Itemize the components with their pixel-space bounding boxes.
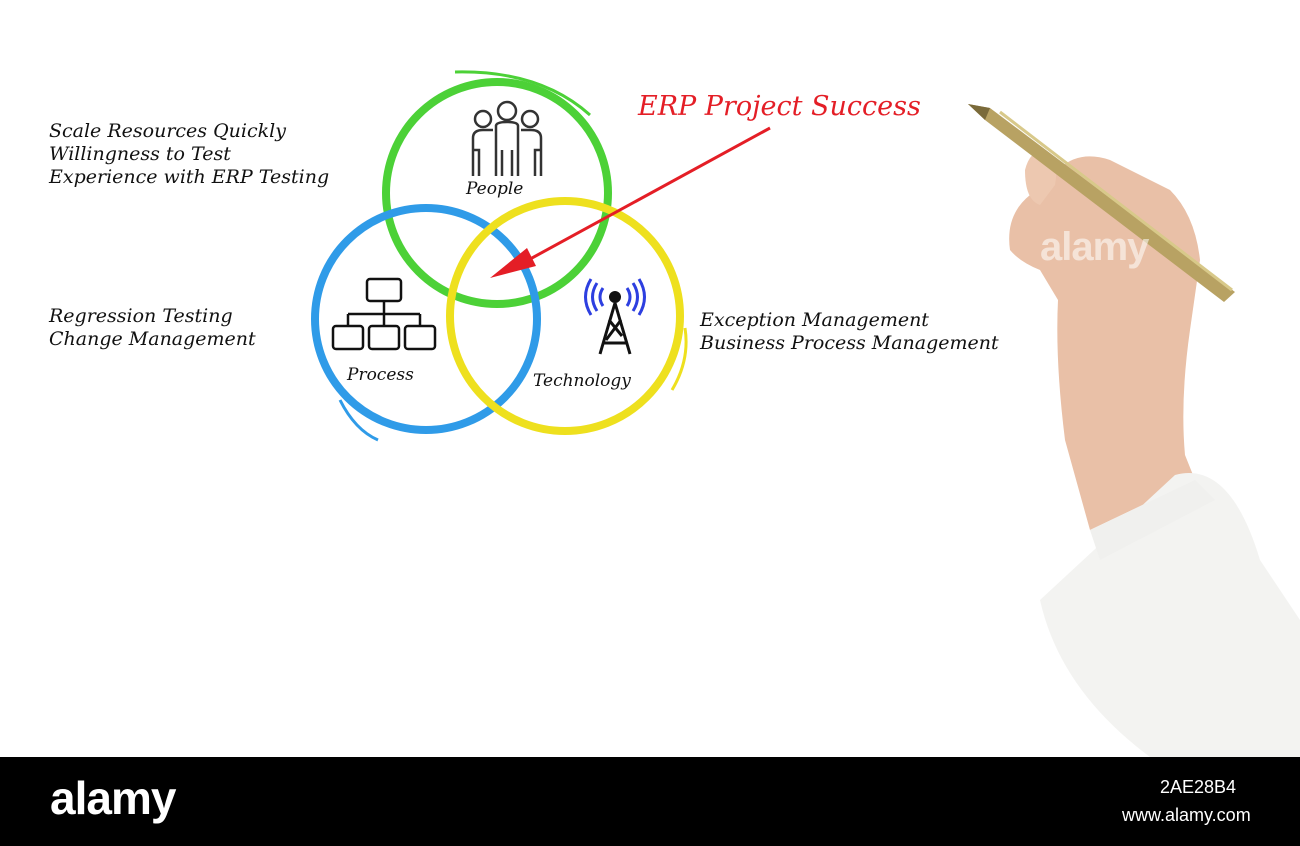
technology-note-1: Exception Management bbox=[700, 309, 929, 331]
footer-logo[interactable]: alamy bbox=[50, 772, 176, 824]
hand-with-pen bbox=[968, 104, 1300, 757]
process-circle bbox=[311, 204, 541, 434]
people-circle-stroke-tail bbox=[454, 70, 592, 117]
success-arrow-head bbox=[490, 248, 536, 278]
people-group-icon bbox=[471, 100, 543, 176]
technology-circle-stroke-tail bbox=[670, 327, 688, 391]
footer-image-id: 2AE28B4 bbox=[1160, 777, 1237, 797]
stock-footer-bar: alamy 2AE28B4 www.alamy.com bbox=[0, 757, 1300, 846]
people-note-1: Scale Resources Quickly bbox=[49, 120, 286, 142]
footer-site-link[interactable]: www.alamy.com bbox=[1122, 805, 1251, 825]
process-note-1: Regression Testing bbox=[49, 305, 233, 327]
technology-label: Technology bbox=[533, 371, 631, 391]
antenna-tower-icon bbox=[584, 278, 646, 355]
people-note-2: Willingness to Test bbox=[49, 143, 231, 165]
diagram-title: ERP Project Success bbox=[638, 91, 921, 122]
process-circle-stroke-tail bbox=[338, 399, 379, 442]
success-arrow-line bbox=[509, 126, 771, 272]
process-label: Process bbox=[347, 365, 414, 385]
technology-note-2: Business Process Management bbox=[700, 332, 999, 354]
people-note-3: Experience with ERP Testing bbox=[49, 166, 330, 188]
process-note-2: Change Management bbox=[49, 328, 256, 350]
technology-circle bbox=[446, 197, 684, 435]
flowchart-icon bbox=[331, 277, 437, 351]
people-circle bbox=[382, 78, 612, 308]
venn-diagram bbox=[311, 70, 1300, 757]
watermark: alamy bbox=[1040, 225, 1149, 269]
people-label: People bbox=[466, 179, 524, 199]
